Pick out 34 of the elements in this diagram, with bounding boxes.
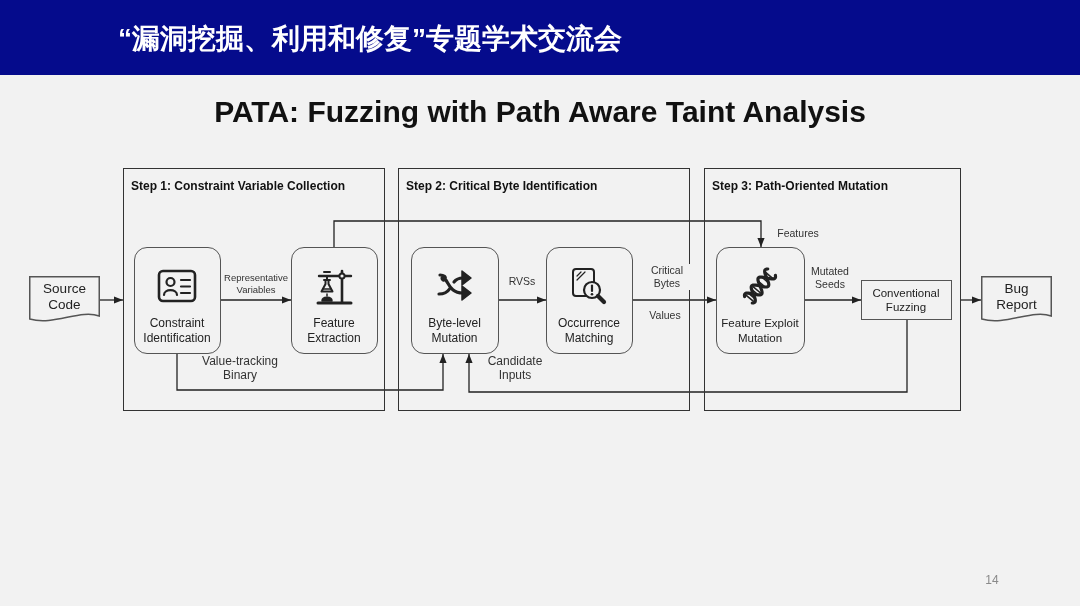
document-shape: Source Code <box>29 276 100 324</box>
arrow <box>498 296 547 304</box>
process-box: Conventional Fuzzing <box>860 279 952 320</box>
edge-label: Representative Variables <box>223 272 289 296</box>
box-label: Feature Extraction <box>306 315 362 346</box>
box-label: Byte-level Mutation <box>427 315 482 346</box>
header-title: “漏洞挖掘、利用和修复”专题学术交流会 <box>118 22 622 56</box>
process-box <box>545 246 633 354</box>
step-panel <box>398 168 690 411</box>
panel-heading: Step 1: Constraint Variable Collection <box>131 179 346 194</box>
arrow <box>960 296 982 304</box>
box-label: Constraint Identification <box>142 315 212 346</box>
arrow <box>220 296 292 304</box>
arrow <box>465 319 908 393</box>
box-label: Feature Exploit Mutation <box>720 315 800 346</box>
arrow <box>804 296 862 304</box>
process-box <box>133 246 221 354</box>
slide-title: PATA: Fuzzing with Path Aware Taint Analysis <box>213 95 867 129</box>
annotation: Values <box>647 309 683 321</box>
arrow <box>99 296 124 304</box>
page-number: 14 <box>984 573 1000 587</box>
process-box <box>715 246 805 354</box>
process-box <box>290 246 378 354</box>
arrow <box>176 353 447 391</box>
document-shape: Bug Report <box>981 276 1052 324</box>
arrow <box>333 220 765 248</box>
step-panel <box>704 168 961 411</box>
panel-heading: Step 2: Critical Byte Identification <box>406 179 598 194</box>
edge-label: RVSs <box>506 275 538 287</box>
box-label: Occurrence Matching <box>557 315 621 346</box>
arrow <box>632 296 717 304</box>
process-box <box>410 246 499 354</box>
step-panel <box>123 168 385 411</box>
panel-heading: Step 3: Path-Oriented Mutation <box>712 179 888 194</box>
